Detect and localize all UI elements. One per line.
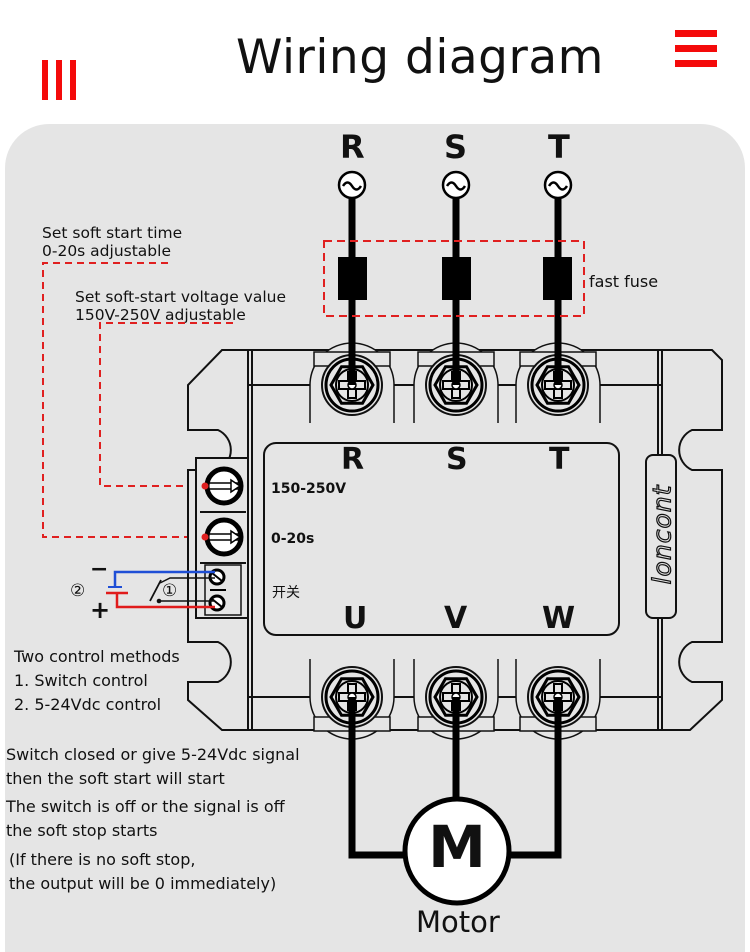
phase-label-t: T xyxy=(548,128,570,166)
phase-label-s: S xyxy=(444,128,468,166)
fuse-icon xyxy=(338,257,367,300)
note-line: Switch closed or give 5-24Vdc signal xyxy=(6,745,300,764)
soft-start-time-note: Set soft start time 0-20s adjustable xyxy=(42,224,182,260)
time-knob[interactable] xyxy=(204,517,244,557)
control-wiring xyxy=(106,570,215,609)
note-line: (If there is no soft stop, xyxy=(9,850,196,869)
ac-source-icons xyxy=(337,170,573,200)
note-line: 1. Switch control xyxy=(14,671,148,690)
control-methods-note: Two control methods 1. Switch control 2.… xyxy=(14,645,180,717)
potentiometers xyxy=(201,466,244,557)
module-output-w: W xyxy=(542,601,576,636)
motor-symbol: M xyxy=(428,813,486,881)
fuse-icon xyxy=(543,257,572,300)
start-note: Switch closed or give 5-24Vdc signal the… xyxy=(6,743,300,791)
note-line: 0-20s adjustable xyxy=(42,242,171,260)
voltage-knob[interactable] xyxy=(204,466,244,506)
knob-label-voltage: 150-250V xyxy=(271,481,347,497)
module-output-v: V xyxy=(444,601,468,636)
positive-wire xyxy=(115,593,215,609)
note-line: then the soft start will start xyxy=(6,769,225,788)
module-input-s: S xyxy=(446,442,468,477)
caveat-note: (If there is no soft stop, the output wi… xyxy=(9,848,276,896)
note-line: the soft stop starts xyxy=(6,821,158,840)
leader-time xyxy=(42,262,205,538)
module-input-r: R xyxy=(341,442,365,477)
soft-start-voltage-note: Set soft-start voltage value 150V-250V a… xyxy=(75,288,286,324)
plus-sign: + xyxy=(90,596,111,624)
switch-terminal-label: 开关 xyxy=(272,585,300,601)
motor-icon xyxy=(402,796,512,906)
knob-label-time: 0-20s xyxy=(271,531,315,547)
wire-u xyxy=(348,700,410,859)
note-line: The switch is off or the signal is off xyxy=(6,797,285,816)
stop-note: The switch is off or the signal is off t… xyxy=(6,795,285,843)
wire-w xyxy=(508,700,562,859)
note-line: 150V-250V adjustable xyxy=(75,306,246,324)
brand-plate xyxy=(645,454,677,619)
fuse-icon xyxy=(442,257,471,300)
note-line: Two control methods xyxy=(14,647,180,666)
fuse-icons xyxy=(338,257,572,300)
phase-label-r: R xyxy=(340,128,365,166)
note-line: Set soft-start voltage value xyxy=(75,288,286,306)
minus-sign: − xyxy=(90,557,109,582)
page-title: Wiring diagram xyxy=(236,30,604,85)
module-output-u: U xyxy=(343,601,368,636)
switch-icon xyxy=(149,579,162,602)
marker-dc: ② xyxy=(70,581,86,601)
label-panel xyxy=(263,442,620,636)
annotation-leaders xyxy=(42,262,233,538)
note-line: the output will be 0 immediately) xyxy=(9,874,277,893)
fuse-box-outline xyxy=(323,240,585,317)
switch-wire xyxy=(159,577,215,584)
motor-label: Motor xyxy=(416,905,500,939)
brand-logo: loncont xyxy=(647,484,677,585)
marker-switch: ① xyxy=(162,581,178,601)
fuse-label: fast fuse xyxy=(589,272,659,291)
leader-voltage xyxy=(99,322,233,487)
output-wires xyxy=(348,700,562,859)
note-line: Set soft start time xyxy=(42,224,183,242)
negative-wire xyxy=(113,570,215,586)
module-input-t: T xyxy=(549,442,570,477)
soft-starter-module xyxy=(187,349,723,731)
note-line: 2. 5-24Vdc control xyxy=(14,695,162,714)
